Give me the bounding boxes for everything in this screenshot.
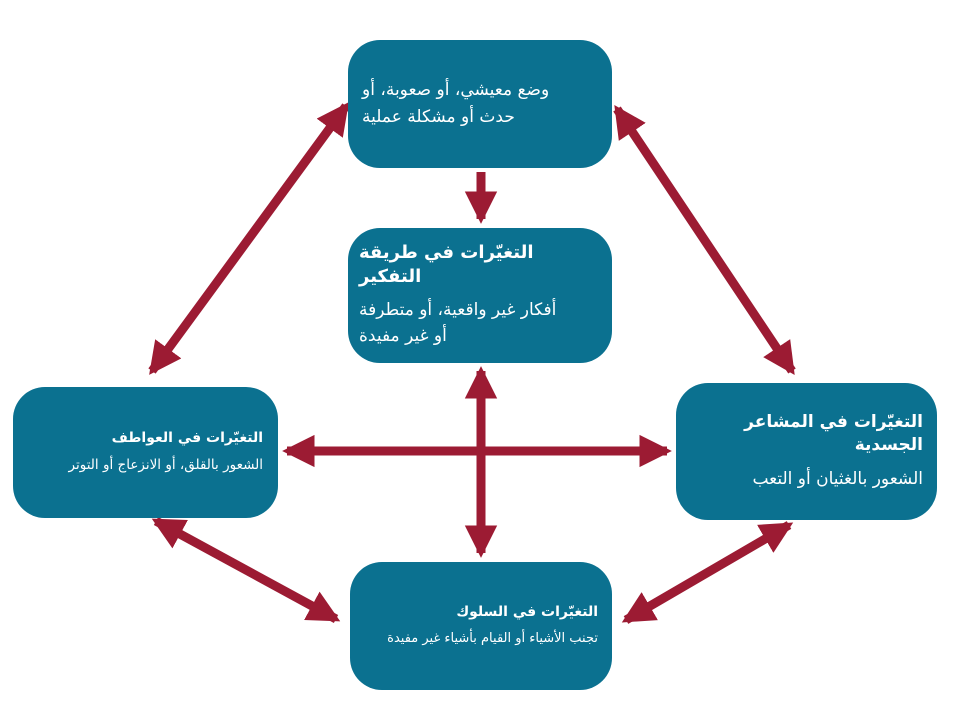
box-physical: التغيّرات في المشاعر الجسدية الشعور بالغ… [676, 383, 937, 520]
box-thoughts-title: التغيّرات في طريقة التفكير [359, 242, 534, 287]
box-emotions-title: التغيّرات في العواطف [111, 430, 263, 447]
box-thoughts-text: أفكار غير واقعية، أو متطرفة أو غير مفيدة [359, 300, 557, 347]
box-emotions-text: الشعور بالقلق، أو الانزعاج أو التوتر [68, 457, 263, 474]
arrow-situation-physical [613, 104, 796, 376]
box-physical-text: الشعور بالغثيان أو التعب [752, 468, 923, 489]
box-behavior: التغيّرات في السلوك تجنب الأشياء أو القي… [350, 562, 612, 690]
box-situation: وضع معيشي، أو صعوبة، أو حدث أو مشكلة عمل… [348, 40, 612, 168]
arrow-physical-behavior [621, 521, 794, 624]
arrow-situation-emotions [148, 102, 350, 375]
box-emotions: التغيّرات في العواطف الشعور بالقلق، أو ا… [13, 387, 278, 518]
box-thoughts: التغيّرات في طريقة التفكير أفكار غير واق… [348, 228, 612, 363]
box-situation-text: وضع معيشي، أو صعوبة، أو حدث أو مشكلة عمل… [362, 79, 550, 127]
box-behavior-text: تجنب الأشياء أو القيام بأشياء غير مفيدة [387, 631, 598, 647]
box-physical-title: التغيّرات في المشاعر الجسدية [744, 411, 923, 455]
box-behavior-title: التغيّرات في السلوك [456, 604, 598, 621]
arrow-emotions-behavior [151, 517, 341, 623]
